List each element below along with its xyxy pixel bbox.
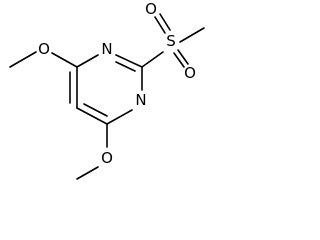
bond-s-o-bottom-b [177, 49, 189, 65]
bond-s-o-top-b [159, 13, 171, 31]
bond-n3-c2-inner [115, 61, 136, 72]
atom-o-sulfonyl-top: O [145, 0, 157, 18]
atom-s: S [166, 32, 176, 50]
methoxy-top-group [9, 51, 78, 68]
structure-diagram: N N S O O O O [9, 0, 205, 180]
pyrimidine-ring [69, 54, 143, 125]
atom-o-sulfonyl-bottom: O [184, 64, 196, 82]
atom-o-methoxy-top: O [38, 40, 50, 58]
bond-c6-c5 [76, 107, 108, 125]
bond-o-top-methyl [9, 51, 37, 68]
bond-o-bottom-methyl [76, 166, 99, 180]
atom-n-top: N [101, 40, 112, 58]
bond-s-methyl [179, 27, 205, 43]
atom-n-bottom: N [135, 91, 146, 109]
bond-s-o-top-a [154, 16, 166, 34]
bond-c6-c5-inner [83, 103, 108, 117]
bond-c2-s [141, 51, 164, 68]
bond-n1-c6 [106, 109, 133, 125]
bond-c4-o-top [51, 52, 78, 68]
bond-s-o-bottom-a [173, 52, 185, 68]
methoxy-bottom-group [76, 123, 108, 180]
bond-c4-n3 [76, 54, 99, 68]
methylsulfonyl-group [141, 13, 205, 68]
atom-o-methoxy-bottom: O [101, 149, 113, 167]
bond-n3-c2 [115, 54, 143, 68]
